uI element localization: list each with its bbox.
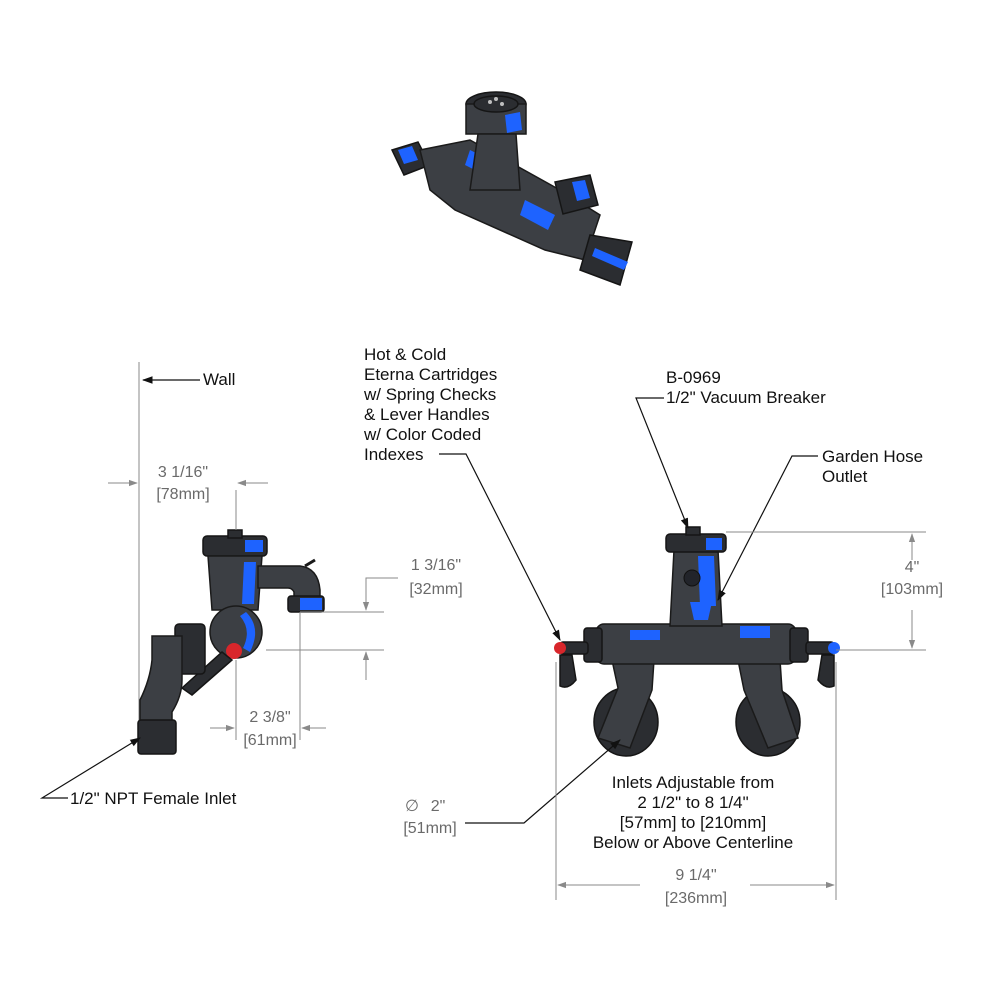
leader-lines — [39, 376, 818, 824]
wall-depth-mm: [78mm] — [156, 486, 209, 503]
outlet-rise-inch: 1 3/16" — [411, 557, 461, 574]
width-inch: 9 1/4" — [675, 867, 716, 884]
hose-outlet-label-line-2: Outlet — [822, 467, 868, 486]
cartridges-label-line-2: Eterna Cartridges — [364, 365, 497, 384]
inlets-adjustable-line-4: Below or Above Centerline — [593, 833, 793, 852]
breaker-label-line-1: B-0969 — [666, 368, 721, 387]
breaker-label-line-2: 1/2" Vacuum Breaker — [666, 388, 826, 407]
callout-labels: Wall Hot & Cold Eterna Cartridges w/ Spr… — [70, 345, 923, 852]
inlets-adjustable-line-1: Inlets Adjustable from — [612, 773, 775, 792]
height-mm: [103mm] — [881, 581, 943, 598]
width-mm: [236mm] — [665, 890, 727, 907]
cartridges-label-line-1: Hot & Cold — [364, 345, 446, 364]
flange-dia-inch: 2" — [431, 798, 446, 815]
inlets-adjustable-line-2: 2 1/2" to 8 1/4" — [637, 793, 748, 812]
outlet-rise-mm: [32mm] — [409, 581, 462, 598]
front-view — [554, 526, 840, 757]
hose-outlet-label-line-1: Garden Hose — [822, 447, 923, 466]
cartridges-label-line-4: & Lever Handles — [364, 405, 490, 424]
inlets-adjustable-line-3: [57mm] to [210mm] — [620, 813, 766, 832]
flange-dia-symbol: ∅ — [405, 798, 419, 815]
isometric-view — [390, 91, 633, 286]
cartridges-label-line-5: w/ Color Coded — [363, 425, 481, 444]
wall-label: Wall — [203, 370, 235, 389]
cartridges-label-line-3: w/ Spring Checks — [363, 385, 496, 404]
dimension-labels: 3 1/16" [78mm] 1 3/16" [32mm] 2 3/8" [61… — [156, 464, 943, 907]
flange-dia-mm: [51mm] — [403, 820, 456, 837]
cartridges-label-line-6: Indexes — [364, 445, 424, 464]
side-view — [137, 362, 325, 755]
npt-inlet-label: 1/2" NPT Female Inlet — [70, 789, 237, 808]
dimension-lines — [108, 479, 926, 900]
outlet-offset-inch: 2 3/8" — [249, 709, 290, 726]
wall-depth-inch: 3 1/16" — [158, 464, 208, 481]
outlet-offset-mm: [61mm] — [243, 732, 296, 749]
height-inch: 4" — [905, 559, 920, 576]
